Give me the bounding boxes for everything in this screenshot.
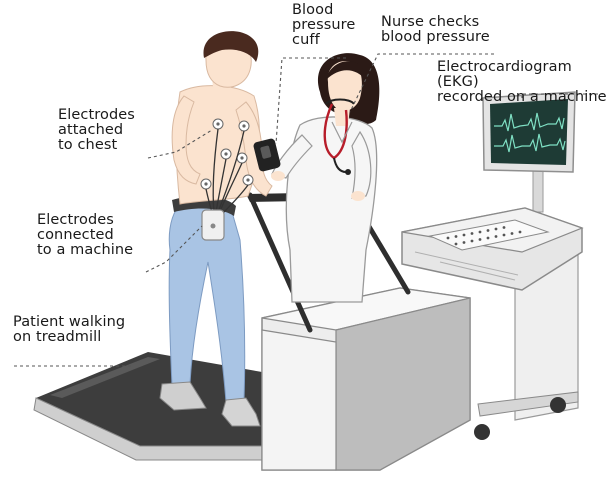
label-nurse-checks-blood-pressure: Nurse checks blood pressure (381, 15, 490, 45)
label-blood-pressure-cuff: Blood pressure cuff (292, 3, 355, 48)
treadmill-housing (262, 288, 470, 470)
nurse (271, 53, 379, 302)
caster-wheel (550, 397, 566, 413)
caster-wheel (474, 424, 490, 440)
label-patient-treadmill: Patient walking on treadmill (13, 315, 125, 345)
label-electrodes-machine: Electrodes connected to a machine (37, 213, 133, 258)
label-ekg-machine: Electrocardiogram (EKG) recorded on a ma… (437, 60, 616, 105)
label-electrodes-chest: Electrodes attached to chest (58, 108, 135, 153)
